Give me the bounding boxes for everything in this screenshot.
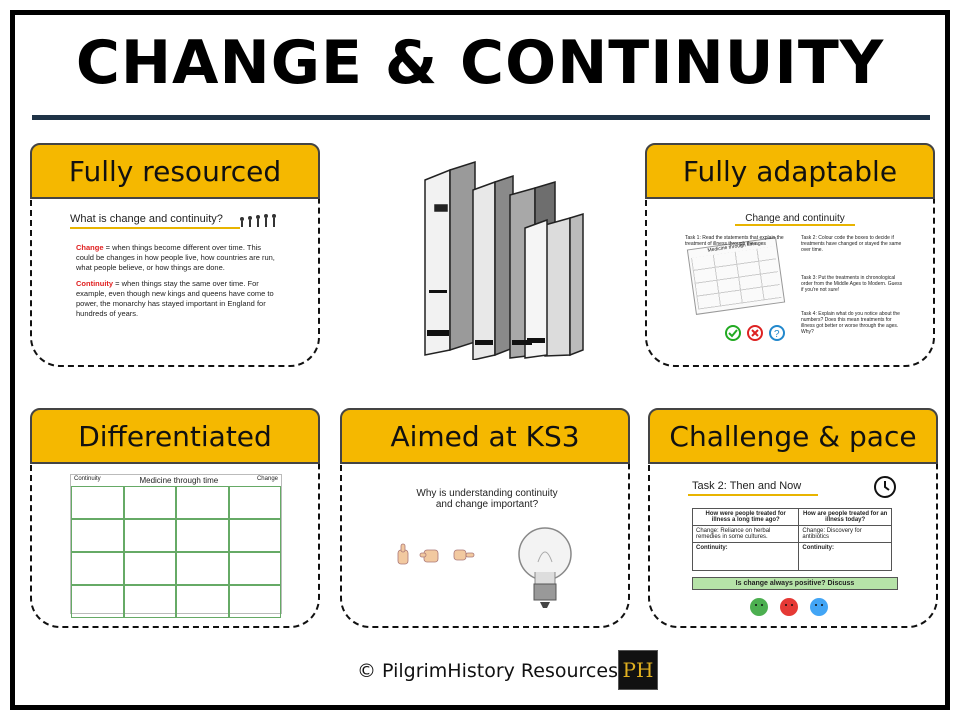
pilgrim-history-logo: PH (618, 650, 658, 690)
change-column-label: Change (256, 476, 278, 482)
grid-cell (71, 519, 124, 552)
grid-cell (228, 552, 281, 585)
grid-cell (176, 552, 229, 585)
task-3: Task 3: Put the treatments in chronologi… (801, 275, 903, 293)
grid-cell (228, 585, 281, 618)
card-body: Continuity Medicine through time Change (30, 460, 320, 628)
continuity-now: Continuity: (798, 542, 892, 571)
card-body: What is change and continuity? Change = … (30, 195, 320, 367)
grid-cell (228, 486, 281, 519)
copyright-footer: © PilgrimHistory Resources. (357, 660, 625, 682)
card-label: Fully resourced (30, 143, 320, 199)
change-text: = when things become different over time… (76, 243, 275, 272)
lightbulb-icon (518, 527, 572, 608)
history-clock-icon (874, 476, 896, 498)
question-now: How are people treated for an illness to… (798, 508, 892, 526)
slide-title: Medicine through time (139, 476, 219, 485)
slide-thumbnail: Continuity Medicine through time Change (70, 474, 282, 618)
grid-cell (71, 552, 124, 585)
grid-cell (176, 519, 229, 552)
page-title: CHANGE & CONTINUITY (75, 28, 885, 98)
change-now: Change: Discovery for antibiotics (798, 525, 892, 543)
grid-cell (228, 519, 281, 552)
then-now-table: How were people treated for illness a lo… (691, 508, 892, 571)
card-body: Task 2: Then and Now How were people tre… (648, 460, 938, 628)
task-2: Task 2: Colour code the boxes to decide … (801, 235, 902, 253)
medicine-grid (71, 486, 281, 618)
continuity-definition: Continuity = when things stay the same o… (70, 279, 280, 319)
continuity-column-label: Continuity (74, 476, 101, 482)
slide-thumbnail: Change and continuity Medicine through t… (685, 213, 907, 353)
change-keyword: Change (76, 243, 104, 252)
card-body: Why is understanding continuity and chan… (340, 460, 630, 628)
change-definition: Change = when things become different ov… (70, 243, 280, 273)
card-body: Change and continuity Medicine through t… (645, 195, 935, 367)
continuity-text: = when things stay the same over time. F… (76, 279, 274, 318)
grid-cell (71, 585, 124, 618)
grid-cell (123, 486, 176, 519)
task-4: Task 4: Explain what do you notice about… (801, 311, 900, 335)
page-frame (10, 10, 950, 710)
slide-thumbnail: Task 2: Then and Now How were people tre… (688, 474, 902, 618)
thumbs-icon (397, 543, 475, 565)
continuity-keyword: Continuity (76, 279, 114, 288)
slide-thumbnail: What is change and continuity? Change = … (70, 213, 280, 353)
task-1: Task 1: Read the statements that explain… (685, 235, 784, 247)
title-divider (32, 115, 930, 120)
grid-cell (71, 486, 124, 519)
svg-text:?: ? (774, 329, 780, 340)
slide-title: Change and continuity (735, 213, 855, 226)
grid-cell (123, 585, 176, 618)
card-label: Differentiated (30, 408, 320, 464)
evolution-icon (240, 214, 276, 227)
tick-cross-question-icons: ? (725, 325, 785, 341)
slide-thumbnail: Why is understanding continuity and chan… (372, 474, 602, 614)
slide-question: Why is understanding continuity and chan… (416, 488, 558, 510)
question-then: How were people treated for illness a lo… (691, 508, 800, 526)
discussion-banner: Is change always positive? Discuss (692, 577, 898, 590)
medicine-mini-sheet: Medicine through time (686, 237, 786, 315)
card-label: Fully adaptable (645, 143, 935, 199)
continuity-then: Continuity: (691, 542, 800, 571)
grid-cell (176, 486, 229, 519)
grid-cell (123, 552, 176, 585)
books-illustration (424, 160, 584, 360)
grid-cell (176, 585, 229, 618)
slide-title: What is change and continuity? (70, 213, 240, 229)
change-then: Change: Reliance on herbal remedies in s… (691, 525, 800, 543)
slide-title: Task 2: Then and Now (688, 474, 818, 496)
grid-cell (123, 519, 176, 552)
card-label: Challenge & pace (648, 408, 938, 464)
emoji-faces-icon (750, 598, 828, 616)
card-label: Aimed at KS3 (340, 408, 630, 464)
